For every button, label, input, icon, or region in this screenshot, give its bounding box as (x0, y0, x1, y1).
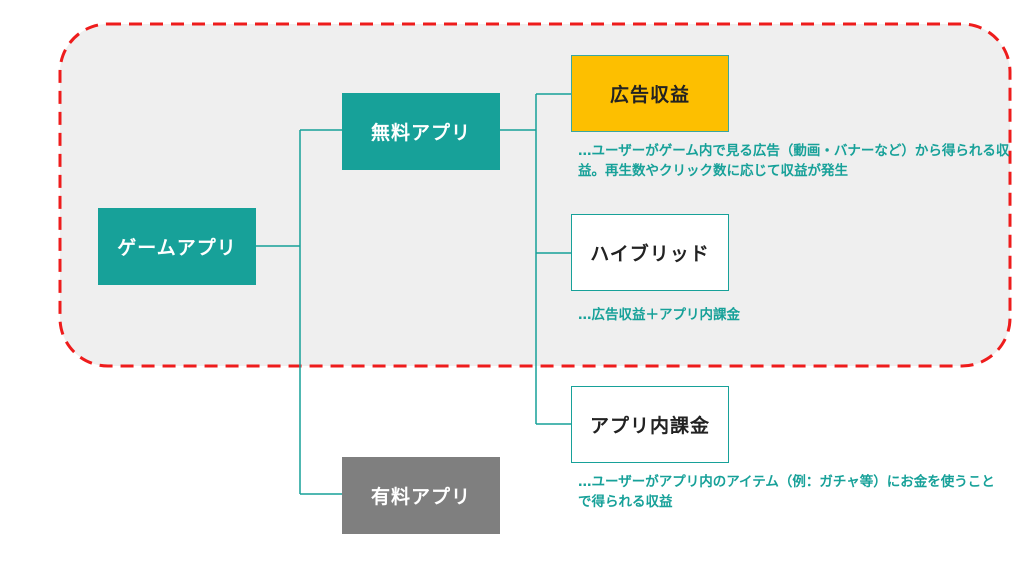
in-app-purchase-node: アプリ内課金 (571, 386, 729, 463)
ad-revenue-node: 広告収益 (571, 55, 729, 132)
free-app-node: 無料アプリ (342, 93, 500, 170)
ad-revenue-note: …ユーザーがゲーム内で見る広告（動画・バナーなど）から得られる収益。再生数やクリ… (578, 143, 1010, 179)
connector-game-to-children (256, 129, 342, 495)
free-model-highlight-region (58, 22, 1012, 368)
connector-free-to-children (500, 93, 571, 425)
hybrid-node: ハイブリッド (571, 214, 729, 291)
paid-app-node: 有料アプリ (342, 457, 500, 534)
hybrid-note: …広告収益＋アプリ内課金 (578, 307, 740, 323)
in-app-purchase-note: …ユーザーがアプリ内のアイテム（例：ガチャ等）にお金を使うことで得られる収益 (578, 474, 995, 510)
game-app-node: ゲームアプリ (98, 208, 256, 285)
